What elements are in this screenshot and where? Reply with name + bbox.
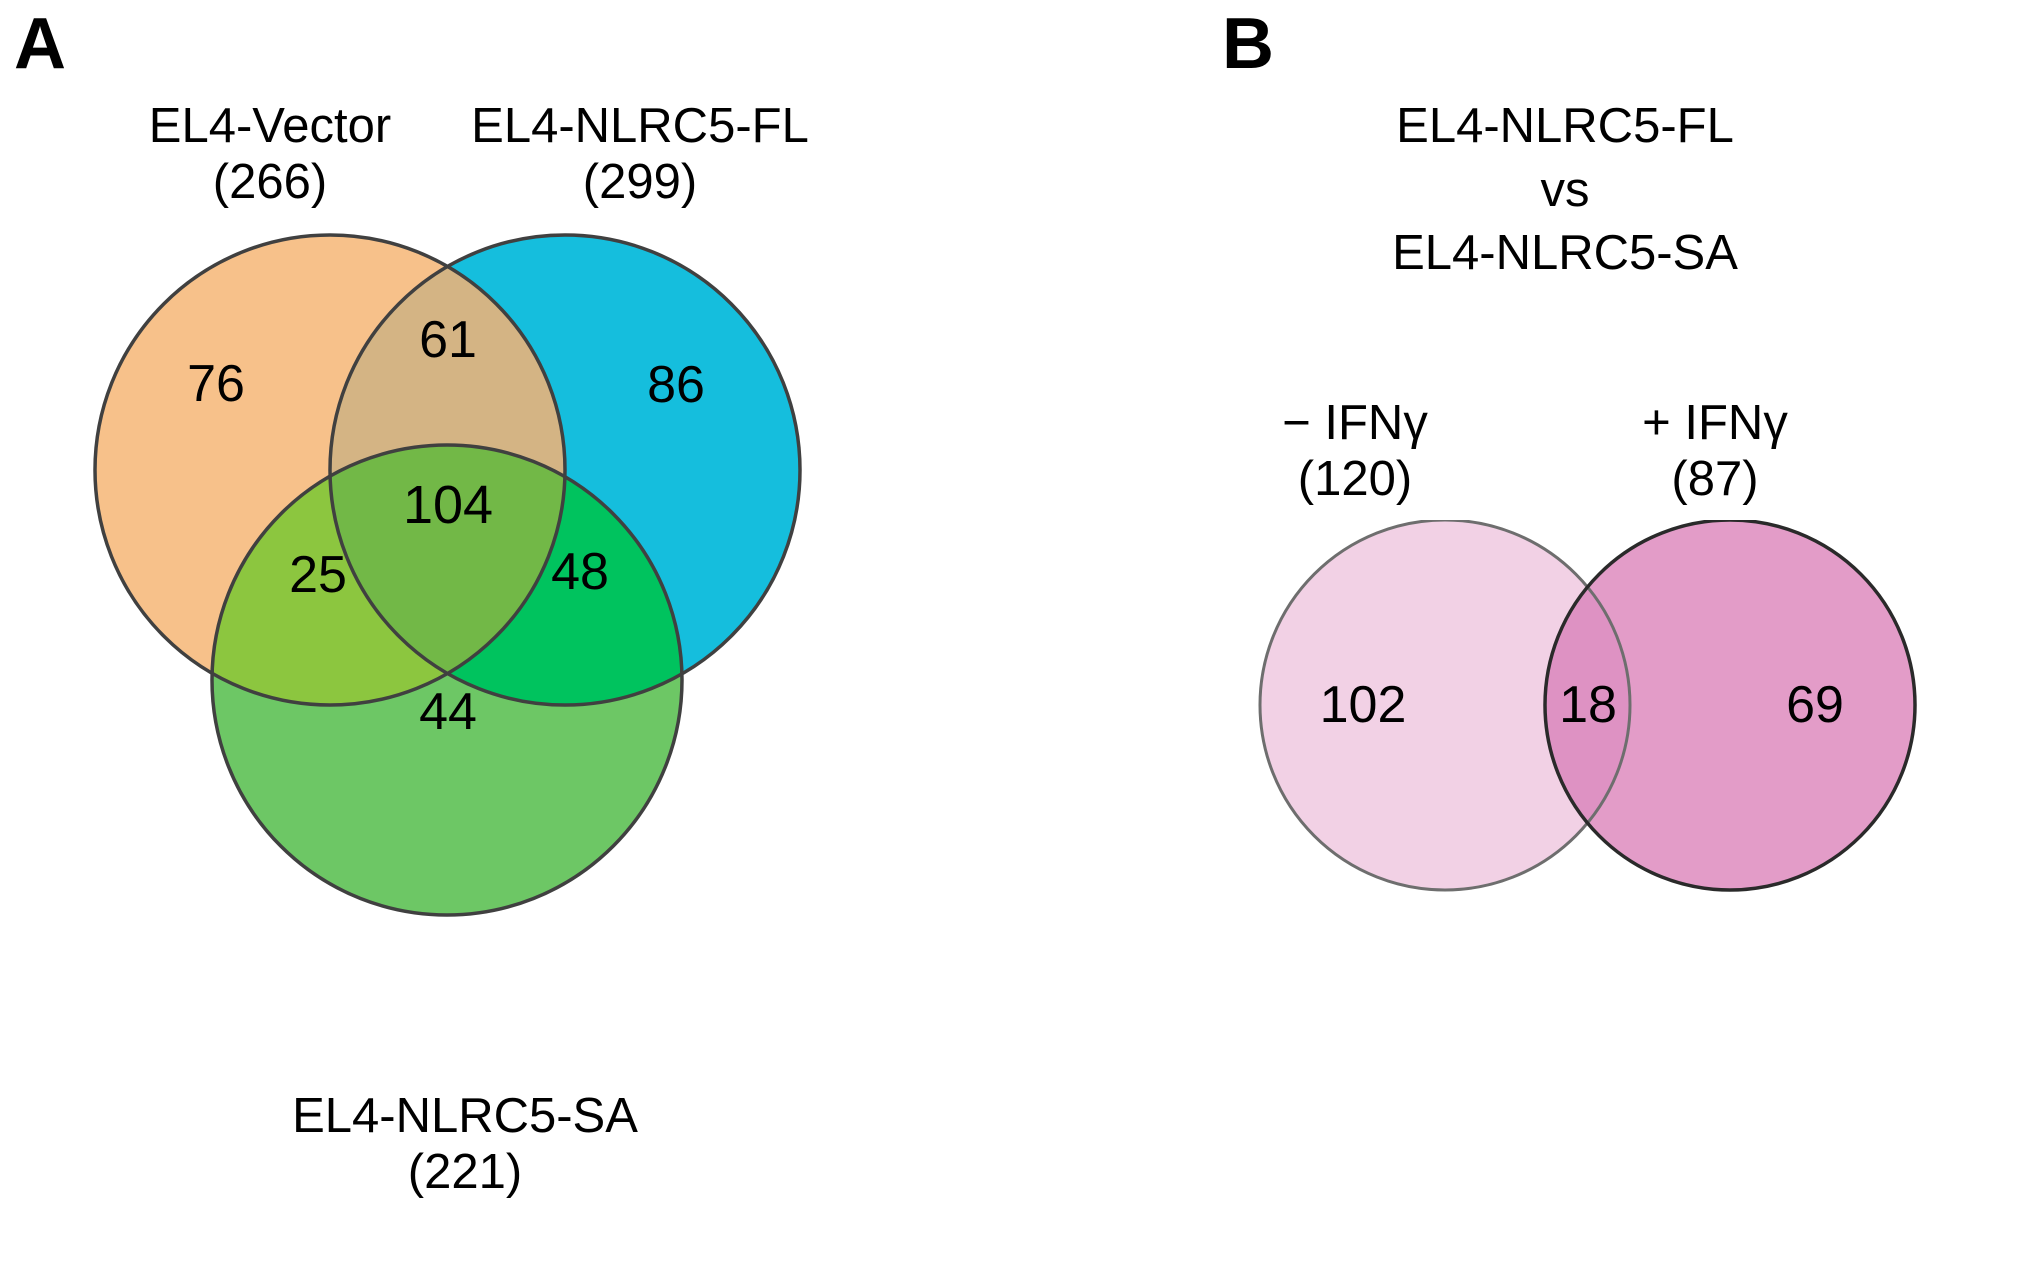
set-label-el4-nlrc5-sa: EL4-NLRC5-SA (221) — [155, 1088, 775, 1201]
set-label-el4-nlrc5-sa-name: EL4-NLRC5-SA — [292, 1089, 638, 1143]
venn-outline-el4-vector — [93, 233, 567, 707]
venn-outline-minus-ifng — [1258, 520, 1632, 892]
venn-count-minus-ifng-only: 102 — [1320, 676, 1407, 734]
venn-count-triple: 104 — [403, 475, 493, 535]
panel-b-title-line-1: EL4-NLRC5-FL — [1396, 99, 1734, 153]
panel-a-letter: A — [14, 4, 66, 84]
set-label-minus-ifng-count: (120) — [1297, 452, 1413, 507]
panel-b-title-line-3: EL4-NLRC5-SA — [1392, 226, 1738, 281]
set-label-plus-ifng-count: (87) — [1671, 452, 1759, 507]
venn-count-vector-only: 76 — [187, 355, 245, 413]
venn-outline-plus-ifng — [1543, 520, 1917, 892]
venn-diagram-panel-b: 102 18 69 — [1258, 520, 1917, 892]
panel-b-letter: B — [1222, 4, 1274, 84]
panel-b-title-line-2: vs — [1540, 162, 1590, 217]
venn-circle-plus-ifng — [1545, 520, 1915, 890]
set-label-minus-ifng-name: − IFNγ — [1282, 396, 1428, 450]
venn-count-vector-fl: 61 — [419, 311, 477, 369]
venn-count-ifng-overlap: 18 — [1559, 676, 1617, 734]
venn-count-fl-only: 86 — [647, 356, 705, 414]
set-label-el4-nlrc5-fl: EL4-NLRC5-FL (299) — [430, 98, 850, 211]
set-label-plus-ifng-name: + IFNγ — [1642, 396, 1788, 450]
venn-count-vector-sa: 25 — [289, 546, 347, 604]
set-label-plus-ifng: + IFNγ (87) — [1550, 395, 1880, 508]
set-label-minus-ifng: − IFNγ (120) — [1190, 395, 1520, 508]
venn-outline-el4-nlrc5-sa — [210, 443, 684, 917]
set-label-el4-vector-count: (266) — [212, 155, 328, 210]
set-label-el4-nlrc5-fl-name: EL4-NLRC5-FL — [471, 99, 809, 153]
set-label-el4-vector-name: EL4-Vector — [148, 99, 392, 153]
panel-b-title: EL4-NLRC5-FL vs EL4-NLRC5-SA — [1215, 95, 1915, 286]
set-label-el4-nlrc5-fl-count: (299) — [582, 155, 698, 210]
venn-circle-minus-ifng — [1260, 520, 1630, 890]
venn-count-sa-only: 44 — [419, 683, 477, 741]
venn-count-fl-sa: 48 — [551, 543, 609, 601]
venn-count-plus-ifng-only: 69 — [1786, 676, 1844, 734]
venn-outline-el4-nlrc5-fl — [328, 233, 802, 707]
venn-diagram-panel-a: 76 61 86 104 25 48 44 — [93, 233, 802, 917]
set-label-el4-nlrc5-sa-count: (221) — [407, 1145, 523, 1200]
set-label-el4-vector: EL4-Vector (266) — [60, 98, 480, 211]
